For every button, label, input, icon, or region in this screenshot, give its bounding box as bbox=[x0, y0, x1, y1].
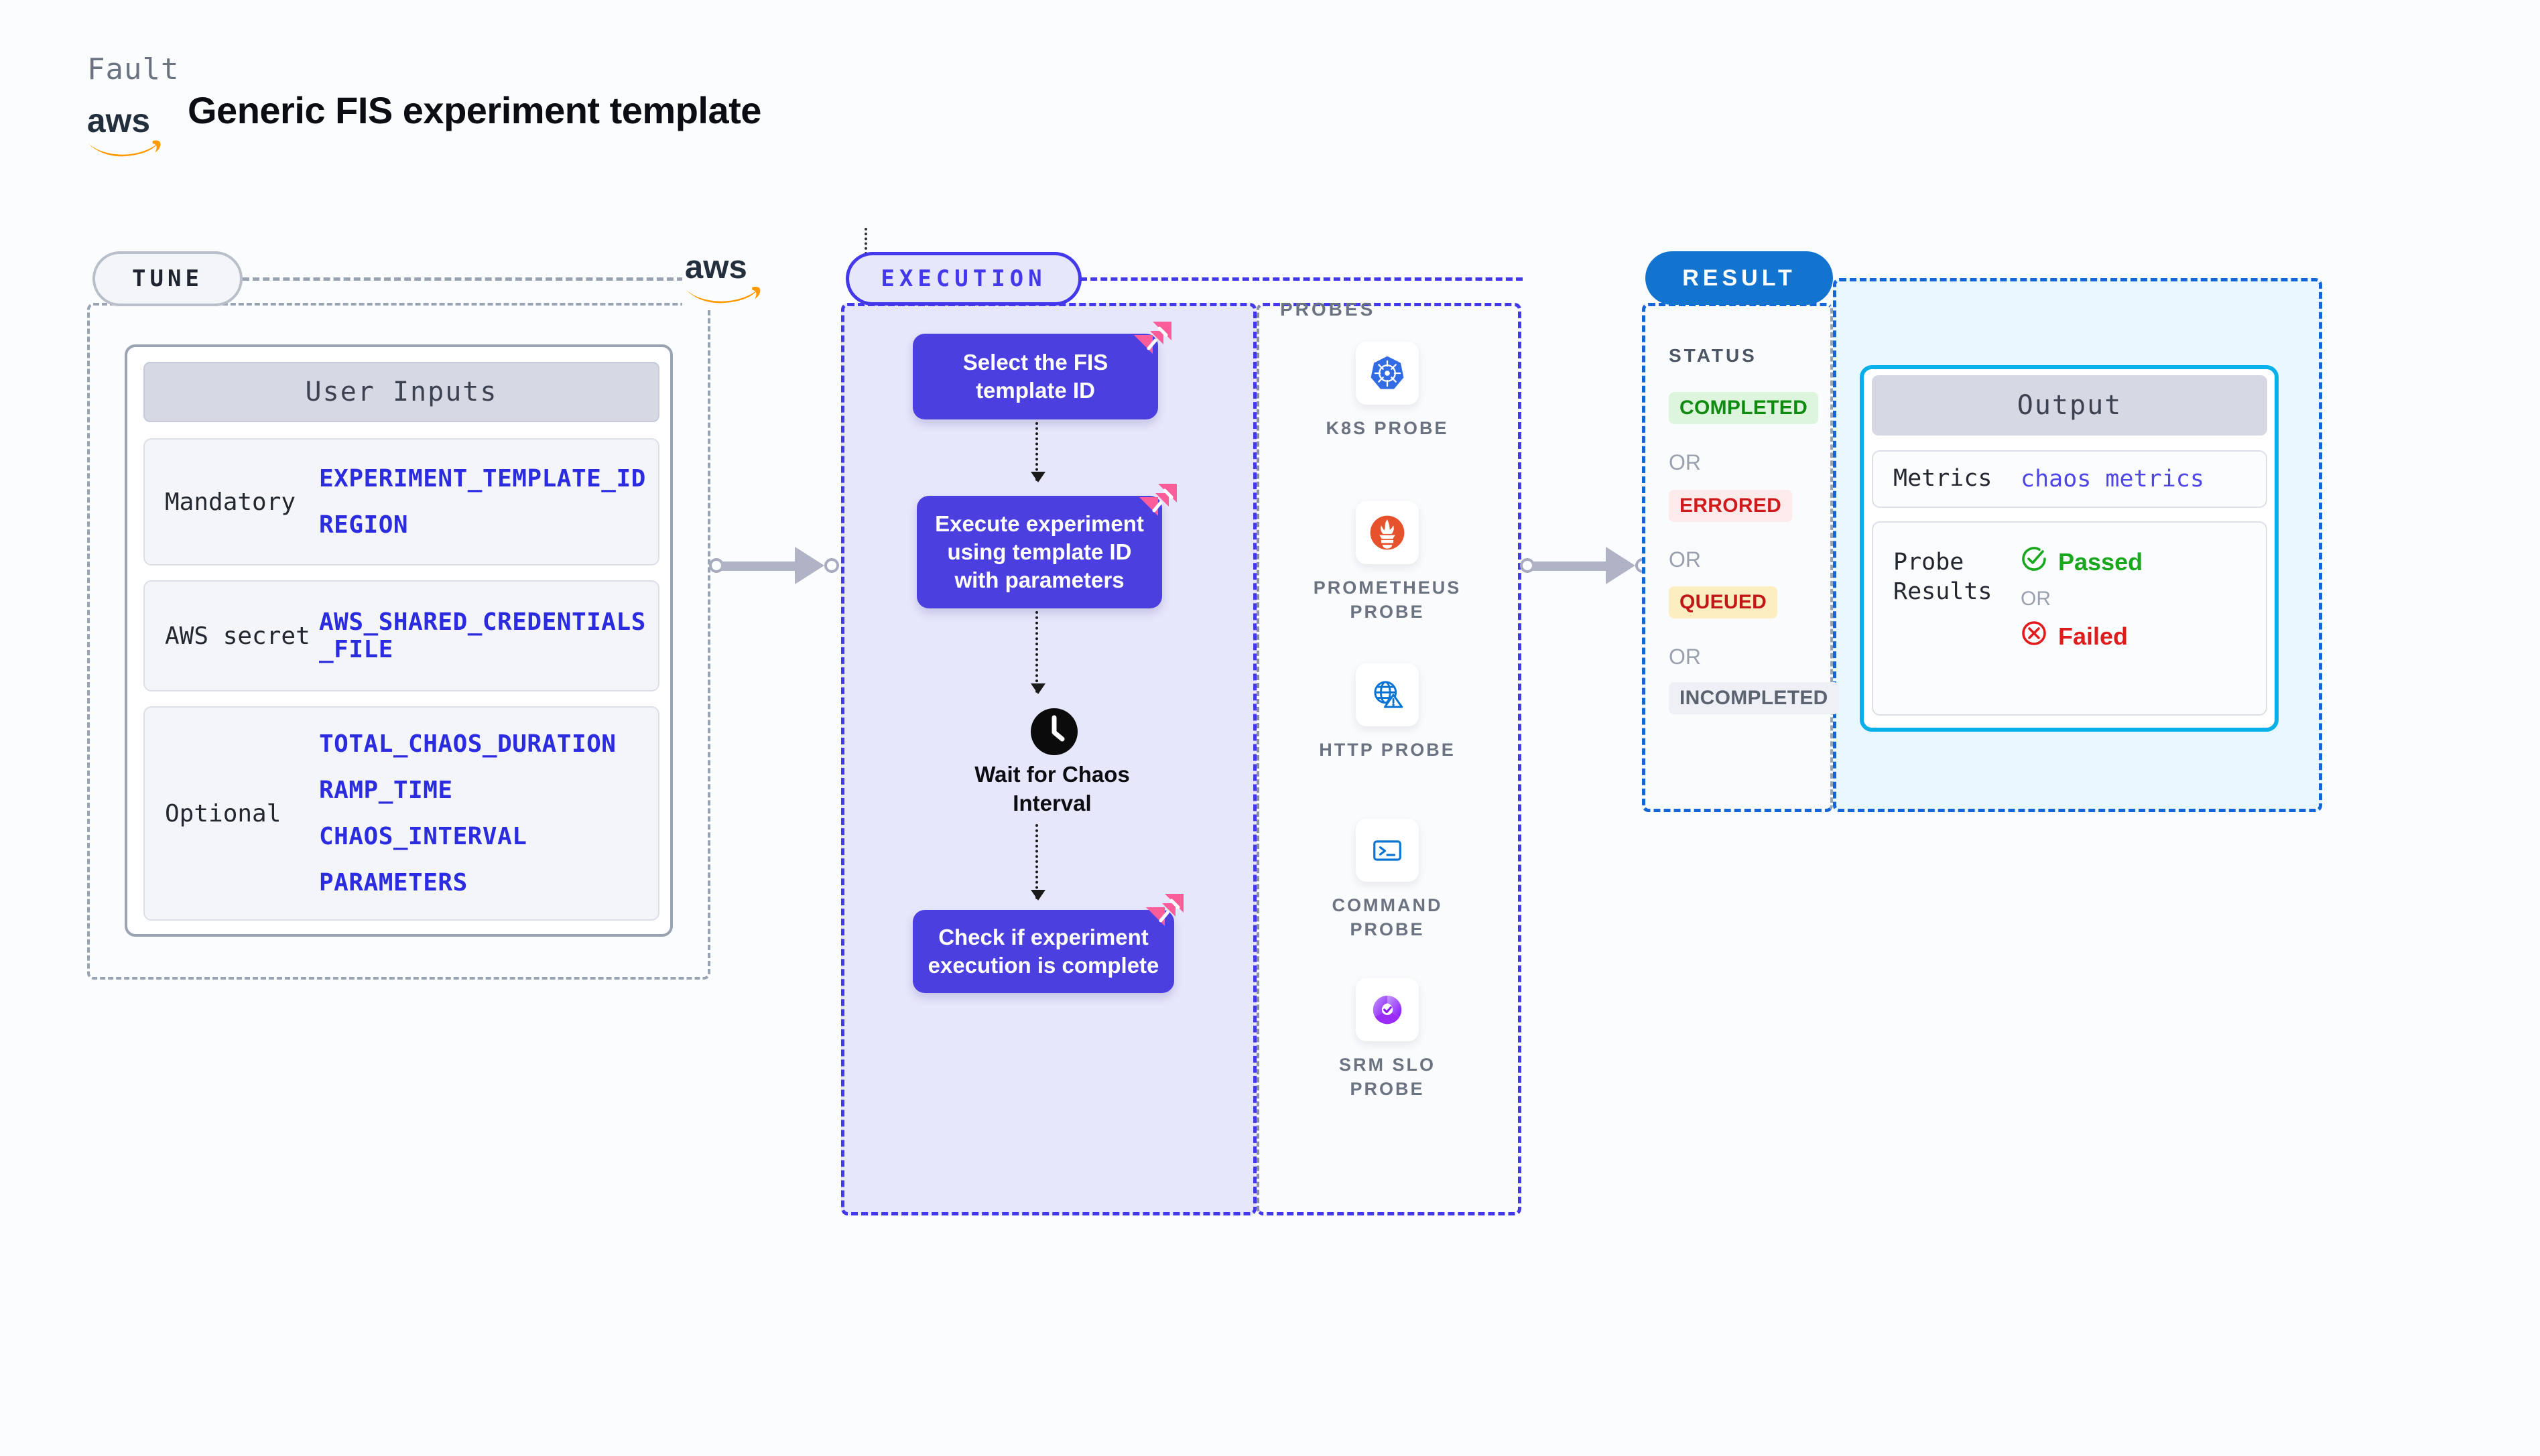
probe-label: K8S PROBE bbox=[1326, 418, 1449, 438]
flow-arrow-2 bbox=[1031, 611, 1045, 694]
status-badge-errored: ERRORED bbox=[1669, 490, 1793, 522]
probe-k8s[interactable]: K8S PROBE bbox=[1277, 342, 1498, 441]
svg-text:aws: aws bbox=[685, 249, 747, 285]
or-label: OR bbox=[1669, 547, 1701, 572]
or-label: OR bbox=[1669, 450, 1701, 474]
http-globe-warning-icon bbox=[1356, 663, 1419, 726]
probe-prometheus[interactable]: PROMETHEUS PROBE bbox=[1277, 501, 1498, 624]
wait-for-chaos-interval-label: Wait for Chaos Interval bbox=[974, 762, 1130, 815]
flow-arrow-3 bbox=[1031, 824, 1045, 901]
result-stage-label[interactable]: RESULT bbox=[1645, 251, 1833, 305]
status-badge-incompleted: INCOMPLETED bbox=[1669, 682, 1839, 714]
execution-top-dashed-connector bbox=[1080, 277, 1523, 281]
probe-label: PROMETHEUS PROBE bbox=[1313, 578, 1462, 622]
output-probe-key: Probe Results bbox=[1893, 549, 1992, 605]
output-row-probe-results: Probe Results Passed OR bbox=[1872, 521, 2267, 716]
check-circle-icon bbox=[2021, 545, 2047, 578]
prometheus-icon bbox=[1356, 501, 1419, 564]
tune-row-aws-secret: AWS secret AWS_SHARED_CREDENTIALS _FILE bbox=[143, 580, 659, 691]
probe-label: HTTP PROBE bbox=[1319, 740, 1456, 760]
probe-label: SRM SLO PROBE bbox=[1338, 1055, 1436, 1099]
execution-stage-label[interactable]: EXECUTION bbox=[846, 252, 1082, 306]
tune-row-mandatory: Mandatory EXPERIMENT_TEMPLATE_ID REGION bbox=[143, 438, 659, 566]
close-circle-icon bbox=[2021, 620, 2047, 653]
node-text: Execute experiment using template ID wit… bbox=[935, 511, 1144, 593]
output-metrics-value: chaos metrics bbox=[2021, 466, 2204, 492]
srm-slo-icon bbox=[1356, 978, 1419, 1041]
clock-icon bbox=[1029, 707, 1079, 756]
aws-logo: aws bbox=[86, 101, 163, 161]
output-row-metrics: Metrics chaos metrics bbox=[1872, 450, 2267, 508]
tune-value: AWS_SHARED_CREDENTIALS _FILE bbox=[319, 608, 646, 663]
flow-arrow-1 bbox=[1031, 422, 1045, 482]
terminal-icon bbox=[1356, 819, 1419, 882]
probe-http[interactable]: HTTP PROBE bbox=[1277, 663, 1498, 763]
tune-row-label: Mandatory bbox=[165, 488, 296, 516]
node-text: Select the FIS template ID bbox=[962, 349, 1108, 403]
tune-row-optional: Optional TOTAL_CHAOS_DURATION RAMP_TIME … bbox=[143, 706, 659, 921]
tune-top-dashed-connector bbox=[243, 277, 684, 281]
execution-node-select-template[interactable]: Select the FIS template ID bbox=[913, 334, 1158, 419]
tune-stage-label[interactable]: TUNE bbox=[92, 251, 243, 306]
page-title: Generic FIS experiment template bbox=[188, 89, 761, 131]
tune-row-label: AWS secret bbox=[165, 622, 310, 650]
execution-node-execute-experiment[interactable]: Execute experiment using template ID wit… bbox=[917, 496, 1162, 608]
connector-tune-to-execution bbox=[709, 547, 843, 584]
aws-logo-inline: aws bbox=[682, 243, 761, 310]
tune-row-label: Optional bbox=[165, 799, 281, 828]
probes-title: PROBES bbox=[1280, 299, 1376, 320]
tune-value: PARAMETERS bbox=[319, 869, 468, 897]
status-badge-queued: QUEUED bbox=[1669, 586, 1778, 618]
tune-value: TOTAL_CHAOS_DURATION bbox=[319, 730, 617, 758]
status-badge-completed: COMPLETED bbox=[1669, 392, 1819, 424]
tune-value: EXPERIMENT_TEMPLATE_ID bbox=[319, 465, 646, 492]
probe-result-failed: Failed bbox=[2021, 620, 2143, 653]
kubernetes-icon bbox=[1356, 342, 1419, 405]
probe-result-passed: Passed bbox=[2021, 545, 2143, 578]
probe-command[interactable]: COMMAND PROBE bbox=[1277, 819, 1498, 941]
result-status-container bbox=[1642, 303, 1833, 812]
node-text: Check if experiment execution is complet… bbox=[928, 924, 1159, 978]
tune-value: RAMP_TIME bbox=[319, 777, 453, 804]
connector-execution-to-result bbox=[1520, 547, 1654, 584]
tune-value: CHAOS_INTERVAL bbox=[319, 823, 527, 850]
output-metrics-key: Metrics bbox=[1893, 465, 1992, 492]
user-inputs-card: User Inputs Mandatory EXPERIMENT_TEMPLAT… bbox=[125, 344, 673, 937]
or-label: OR bbox=[2021, 588, 2051, 610]
tune-stage-container bbox=[87, 303, 710, 980]
tune-value: REGION bbox=[319, 511, 409, 539]
failed-label: Failed bbox=[2058, 622, 2129, 650]
execution-stage-container bbox=[841, 303, 1257, 1215]
output-title: Output bbox=[1872, 375, 2267, 436]
svg-text:aws: aws bbox=[87, 102, 150, 139]
passed-label: Passed bbox=[2058, 547, 2143, 576]
execution-top-tick bbox=[865, 228, 867, 255]
page-eyebrow: Fault bbox=[87, 52, 180, 86]
probes-container bbox=[1257, 303, 1521, 1215]
user-inputs-title: User Inputs bbox=[143, 362, 659, 422]
or-label: OR bbox=[1669, 645, 1701, 669]
probe-srm-slo[interactable]: SRM SLO PROBE bbox=[1277, 978, 1498, 1101]
probe-label: COMMAND PROBE bbox=[1332, 895, 1443, 939]
execution-node-check-complete[interactable]: Check if experiment execution is complet… bbox=[913, 910, 1174, 993]
status-title: STATUS bbox=[1669, 345, 1757, 366]
